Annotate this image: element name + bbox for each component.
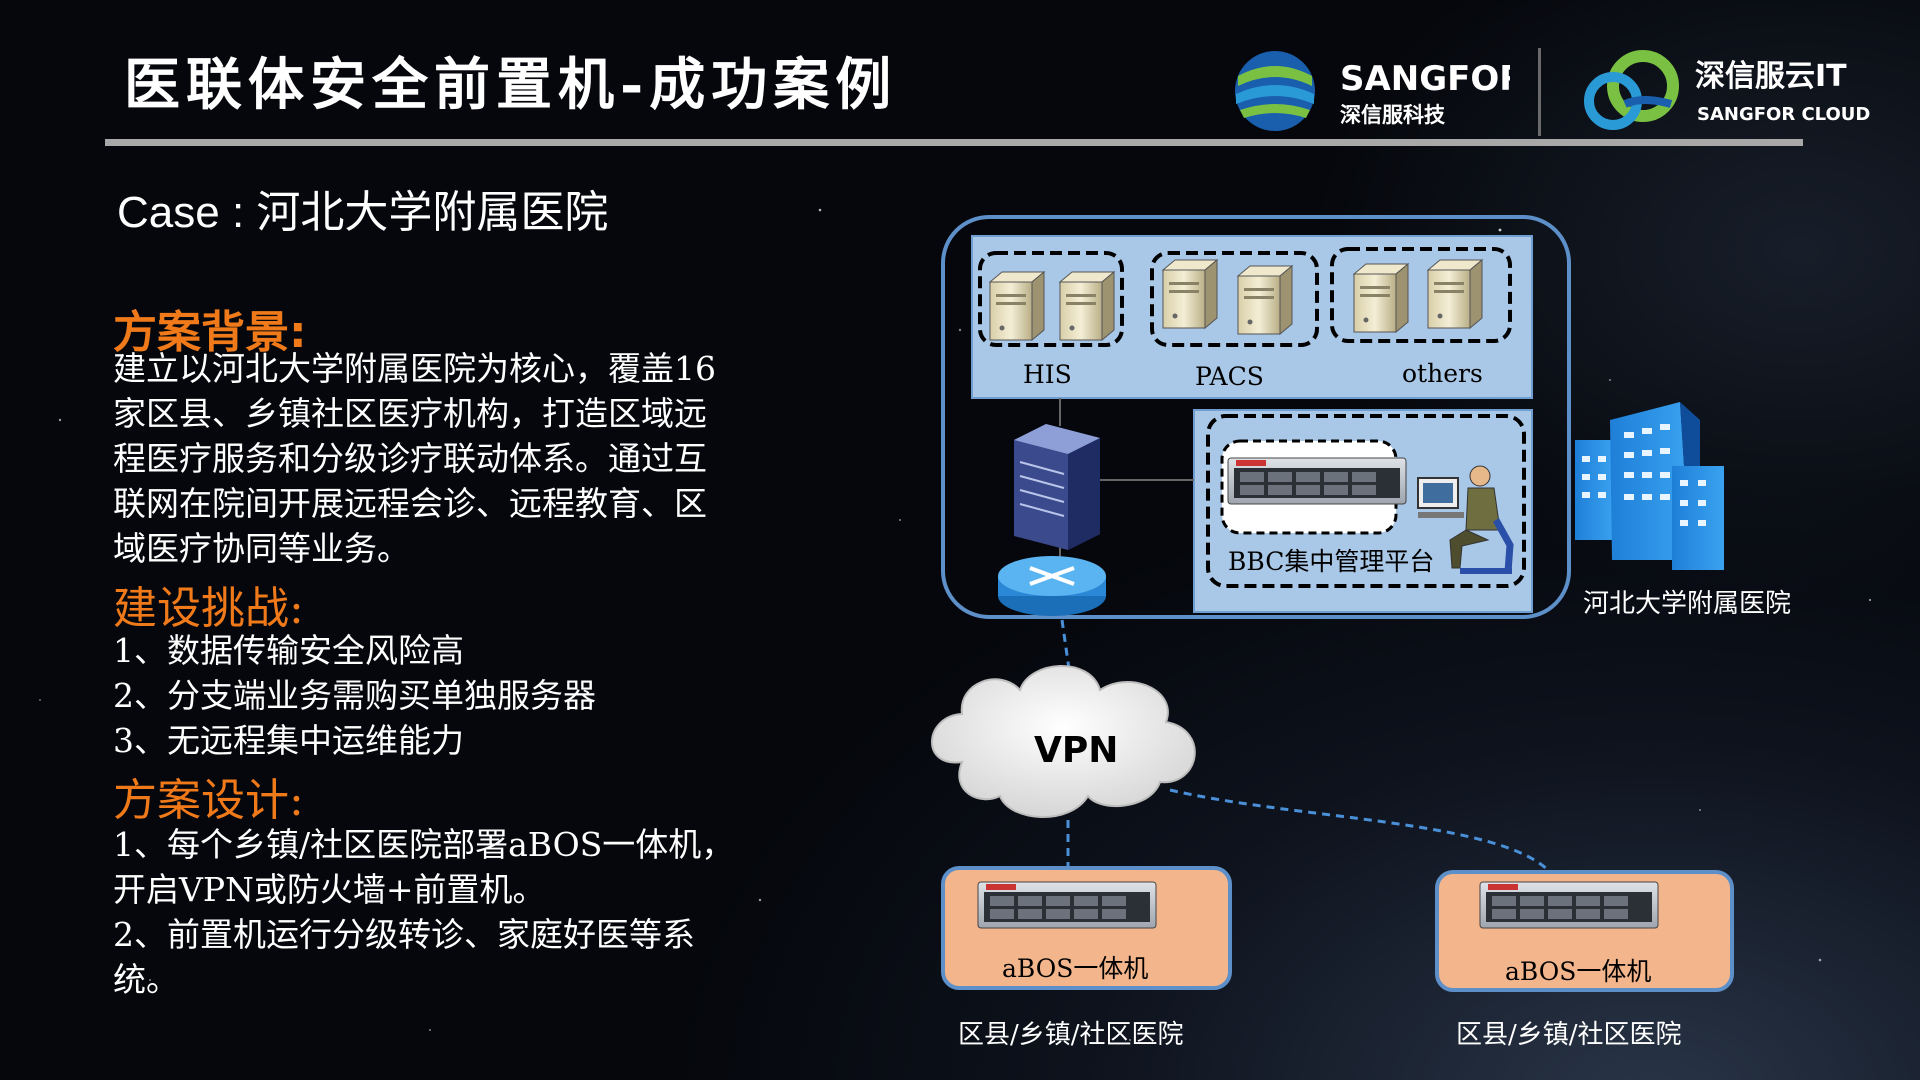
pacs-group-box bbox=[1150, 251, 1319, 347]
his-server-icon bbox=[1059, 271, 1115, 341]
others-group-box bbox=[1330, 247, 1512, 343]
his-group-box bbox=[978, 251, 1124, 347]
case-prefix: Case : bbox=[117, 188, 245, 237]
vpn-cloud-icon bbox=[931, 665, 1196, 818]
design-line: 开启VPN或防火墙+前置机。 bbox=[113, 870, 546, 909]
bbc-label: BBC集中管理平台 bbox=[1228, 547, 1434, 576]
challenge-item: 2、分支端业务需购买单独服务器 bbox=[113, 676, 596, 715]
his-label: HIS bbox=[1023, 360, 1072, 389]
sangfor-globe-icon bbox=[1235, 51, 1315, 131]
cloud-logo-icon bbox=[1584, 50, 1679, 130]
operator-icon bbox=[1417, 465, 1514, 574]
vpn-link-right bbox=[1169, 788, 1552, 874]
background-line: 家区县、乡镇社区医疗机构，打造区域远 bbox=[113, 394, 707, 433]
bbc-appliance-icon bbox=[1227, 457, 1407, 505]
design-line: 2、前置机运行分级转诊、家庭好医等系 bbox=[113, 915, 695, 954]
background-line: 联网在院间开展远程会诊、远程教育、区 bbox=[113, 484, 707, 523]
slide-title: 医联体安全前置机-成功案例 bbox=[124, 52, 898, 118]
hospital-network-frame bbox=[941, 215, 1571, 619]
title-divider bbox=[105, 139, 1803, 146]
background-line: 程医疗服务和分级诊疗联动体系。通过互 bbox=[113, 439, 707, 478]
cloud-cn: 深信服云IT bbox=[1695, 59, 1847, 94]
case-name: 河北大学附属医院 bbox=[256, 187, 609, 238]
branch-site-label: 区县/乡镇/社区医院 bbox=[1456, 1020, 1682, 1050]
abos-appliance-icon bbox=[977, 881, 1157, 929]
firewall-icon bbox=[1014, 424, 1100, 550]
challenge-item: 3、无远程集中运维能力 bbox=[113, 721, 464, 760]
challenges-list: 1、数据传输安全风险高 2、分支端业务需购买单独服务器 3、无远程集中运维能力 bbox=[113, 628, 793, 763]
branch-device-label: aBOS一体机 bbox=[1505, 957, 1651, 986]
cloud-en: SANGFOR CLOUD bbox=[1697, 104, 1870, 125]
router-icon bbox=[998, 556, 1106, 616]
pacs-server-icon bbox=[1237, 265, 1293, 335]
others-label: others bbox=[1402, 359, 1483, 388]
hospital-building-icon bbox=[1575, 402, 1724, 570]
design-text: 1、每个乡镇/社区医院部署aBOS一体机， 开启VPN或防火墙+前置机。 2、前… bbox=[113, 822, 793, 1002]
others-server-icon bbox=[1353, 263, 1409, 333]
background-line: 域医疗协同等业务。 bbox=[113, 529, 410, 568]
background-heading: 方案背景: bbox=[113, 307, 307, 358]
his-server-icon bbox=[989, 271, 1045, 341]
others-server-icon bbox=[1427, 259, 1483, 329]
branch-site-label: 区县/乡镇/社区医院 bbox=[958, 1020, 1184, 1050]
design-line: 统。 bbox=[113, 960, 179, 999]
challenge-item: 1、数据传输安全风险高 bbox=[113, 631, 464, 670]
pacs-server-icon bbox=[1162, 259, 1218, 329]
pacs-label: PACS bbox=[1195, 362, 1264, 391]
abos-appliance-icon bbox=[1479, 881, 1659, 929]
sangfor-cn: 深信服科技 bbox=[1340, 103, 1446, 127]
challenges-heading: 建设挑战: bbox=[113, 583, 304, 634]
design-heading: 方案设计: bbox=[113, 775, 304, 826]
sangfor-logo: SANGFOR 深信服科技 bbox=[1235, 51, 1510, 131]
background-text: 建立以河北大学附属医院为核心，覆盖16 家区县、乡镇社区医疗机构，打造区域远 程… bbox=[113, 346, 793, 571]
case-heading: Case : 河北大学附属医院 bbox=[117, 176, 608, 240]
background-line: 建立以河北大学附属医院为核心，覆盖16 bbox=[113, 349, 716, 388]
design-line: 1、每个乡镇/社区医院部署aBOS一体机， bbox=[113, 825, 735, 864]
branch-device-label: aBOS一体机 bbox=[1002, 954, 1148, 983]
sangfor-cloud-logo: 深信服云IT SANGFOR CLOUD bbox=[1584, 50, 1870, 130]
sangfor-name: SANGFOR bbox=[1340, 59, 1510, 99]
hospital-label: 河北大学附属医院 bbox=[1583, 589, 1791, 619]
vpn-label: VPN bbox=[1034, 730, 1118, 771]
logo-separator bbox=[1538, 48, 1541, 136]
